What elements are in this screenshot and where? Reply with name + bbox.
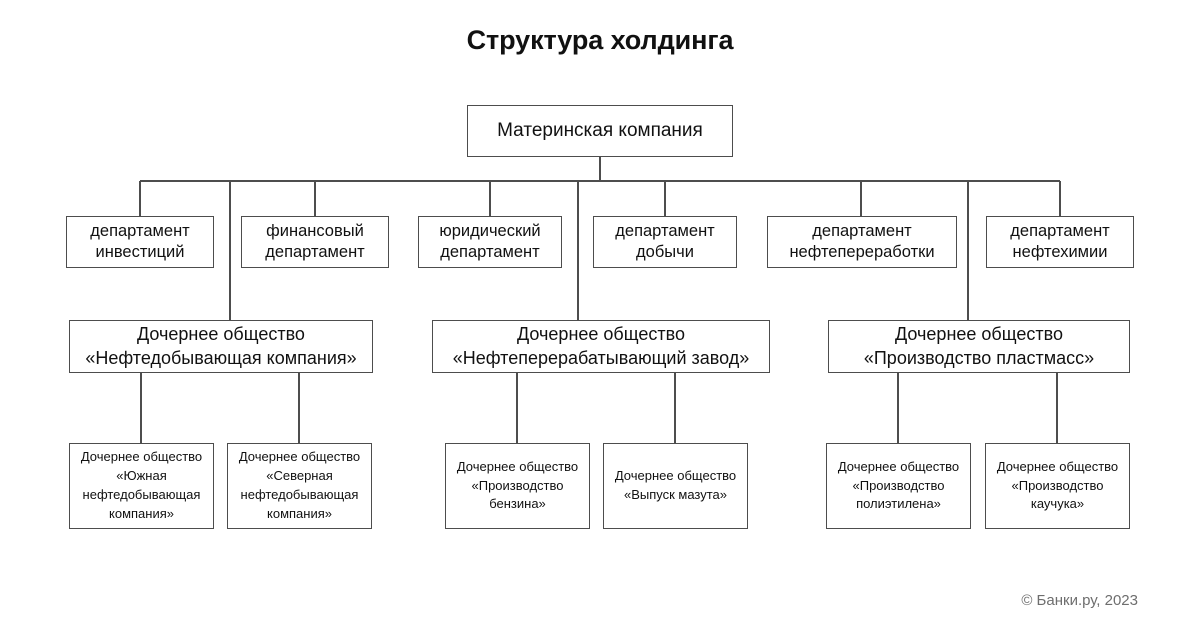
node-dept-finance[interactable]: финансовый департамент bbox=[241, 216, 389, 268]
node-dept-extraction[interactable]: департамент добычи bbox=[593, 216, 737, 268]
node-leaf-mazut-output[interactable]: Дочернее общество «Выпуск мазута» bbox=[603, 443, 748, 529]
copyright-credit: © Банки.ру, 2023 bbox=[1021, 592, 1138, 609]
node-leaf-north-oil-company[interactable]: Дочернее общество «Северная нефтедобываю… bbox=[227, 443, 372, 529]
node-subsidiary-plastics[interactable]: Дочернее общество «Производство пластмас… bbox=[828, 320, 1130, 373]
node-leaf-rubber-production[interactable]: Дочернее общество «Производство каучука» bbox=[985, 443, 1130, 529]
node-dept-investments[interactable]: департамент инвестиций bbox=[66, 216, 214, 268]
page-title: Структура холдинга bbox=[466, 25, 734, 55]
node-dept-legal[interactable]: юридический департамент bbox=[418, 216, 562, 268]
node-leaf-petrol-production[interactable]: Дочернее общество «Производство бензина» bbox=[445, 443, 590, 529]
node-dept-refining[interactable]: департамент нефтепереработки bbox=[767, 216, 957, 268]
node-leaf-polyethylene-production[interactable]: Дочернее общество «Производство полиэтил… bbox=[826, 443, 971, 529]
node-leaf-south-oil-company[interactable]: Дочернее общество «Южная нефтедобывающая… bbox=[69, 443, 214, 529]
node-subsidiary-oil-extraction[interactable]: Дочернее общество «Нефтедобывающая компа… bbox=[69, 320, 373, 373]
node-subsidiary-refinery[interactable]: Дочернее общество «Нефтеперерабатывающий… bbox=[432, 320, 770, 373]
node-dept-petrochemistry[interactable]: департамент нефтехимии bbox=[986, 216, 1134, 268]
node-root-parent-company[interactable]: Материнская компания bbox=[467, 105, 733, 157]
